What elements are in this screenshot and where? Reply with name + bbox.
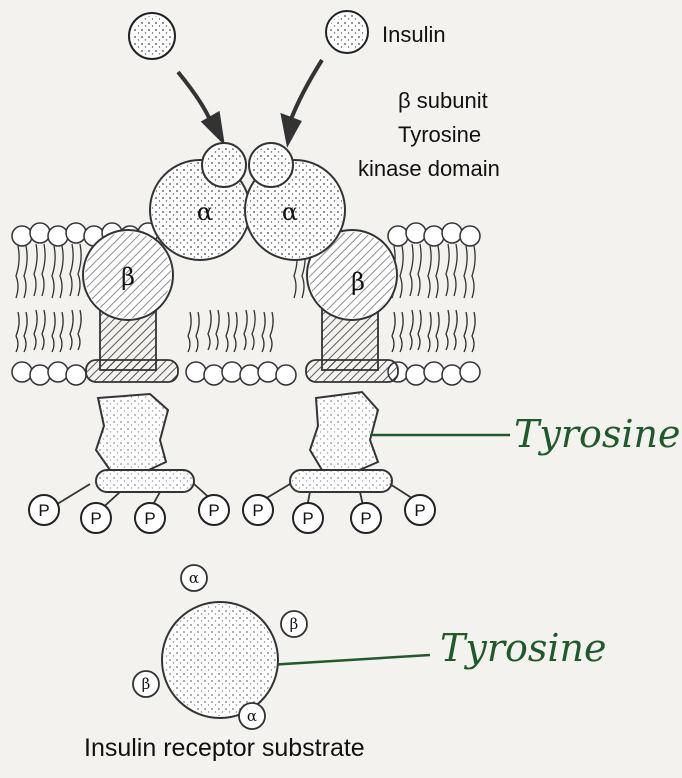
- phosphate-label: P: [144, 509, 155, 528]
- phosphate-label: P: [360, 509, 371, 528]
- beta-subunit-label: β subunit: [398, 88, 488, 114]
- phosphate-label: P: [302, 509, 313, 528]
- beta-label-right: β: [351, 268, 365, 296]
- insulin-label: Insulin: [382, 22, 446, 48]
- tyrosine-annotation-2: Tyrosine: [440, 626, 606, 670]
- phosphate-label: P: [38, 501, 49, 520]
- tyrosine-annotation-1: Tyrosine: [514, 412, 680, 456]
- insulin-receptor-substrate: [133, 565, 307, 729]
- tyrosine-label: Tyrosine: [398, 122, 481, 148]
- phosphate-label: P: [208, 501, 219, 520]
- beta-label-left: β: [121, 263, 135, 291]
- bound-insulin-left: [202, 143, 246, 187]
- bound-insulin-right: [249, 143, 293, 187]
- phosphate-label: P: [90, 509, 101, 528]
- kinase-domain-left: [96, 394, 194, 492]
- membrane-tails-lower: [16, 310, 475, 352]
- kinase-domain-right: [290, 392, 392, 492]
- insulin-molecule-right: [326, 11, 368, 53]
- tyrosine-pointer-line-2: [268, 655, 430, 665]
- irs-beta-left: β: [142, 675, 151, 693]
- alpha-label-left: α: [197, 198, 213, 226]
- substrate-caption: Insulin receptor substrate: [84, 734, 365, 763]
- phosphate-label: P: [252, 501, 263, 520]
- irs-beta-right: β: [290, 615, 299, 633]
- insulin-molecule-left: [129, 13, 175, 59]
- membrane-bottom-heads: [12, 362, 480, 385]
- irs-alpha-top: α: [189, 569, 199, 587]
- binding-arrows: [178, 60, 322, 142]
- irs-alpha-bottom: α: [247, 707, 257, 725]
- phosphate-label: P: [414, 501, 425, 520]
- alpha-label-right: α: [282, 198, 298, 226]
- kinase-domain-label: kinase domain: [358, 156, 500, 182]
